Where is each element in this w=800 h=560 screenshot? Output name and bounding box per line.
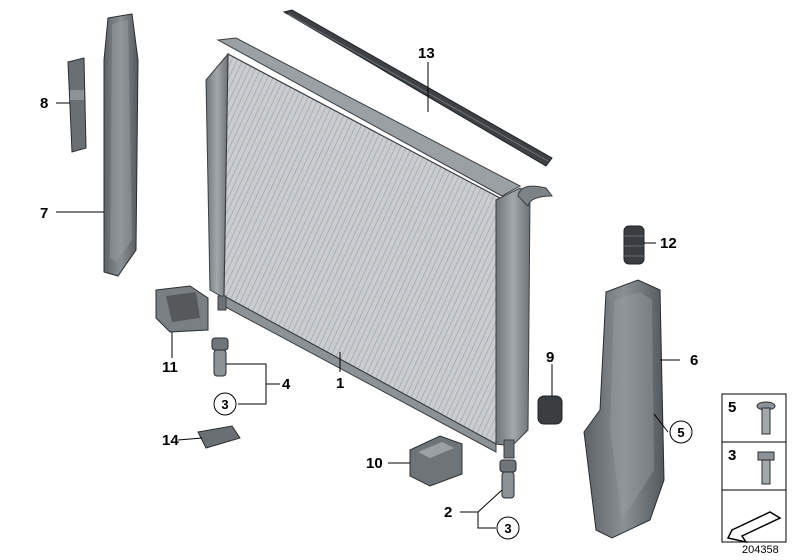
callout-10: 10 [366, 455, 383, 472]
legend-item-3-number: 3 [728, 447, 736, 464]
callout-labels: 13 8 7 11 4 1 14 10 2 9 12 6 [40, 45, 698, 521]
clip-part-14 [197, 425, 241, 449]
callout-circle-3b [496, 516, 520, 540]
mount-part-2 [499, 459, 517, 499]
seal-strip-part-13 [282, 9, 553, 167]
mount-part-4 [211, 337, 229, 377]
air-duct-part-7 [103, 13, 139, 277]
legend-item-5-number: 5 [728, 399, 736, 416]
callout-circle-5 [669, 420, 693, 444]
air-duct-part-6 [583, 279, 665, 539]
callout-11: 11 [162, 359, 178, 376]
diagram-id: 204358 [742, 544, 779, 556]
callout-6: 6 [690, 352, 698, 369]
callout-circle-3a [213, 392, 237, 416]
callout-4: 4 [282, 376, 291, 393]
callout-1: 1 [336, 375, 344, 392]
stud-icon [757, 451, 775, 485]
callout-9: 9 [546, 349, 554, 366]
callout-2: 2 [444, 504, 452, 521]
callout-5: 5 [677, 425, 684, 440]
callout-7: 7 [40, 205, 48, 222]
rubber-mount-part-12 [623, 225, 645, 265]
leader-lines [56, 62, 680, 529]
callout-3b: 3 [504, 521, 511, 536]
clip-part-8 [67, 57, 87, 153]
hardware-legend: 5 3 [721, 393, 787, 544]
arrow-icon [726, 511, 782, 544]
grommet-part-9 [537, 395, 563, 425]
callout-12: 12 [660, 235, 677, 252]
bracket-part-11 [155, 285, 209, 333]
callout-14: 14 [162, 432, 179, 449]
bracket-part-10 [409, 435, 463, 487]
circled-callouts: 3 3 5 [213, 392, 693, 540]
radiator-part-1 [205, 37, 553, 459]
callout-3a: 3 [221, 397, 228, 412]
screw-icon [756, 401, 776, 435]
callout-8: 8 [40, 95, 48, 112]
callout-13: 13 [418, 45, 435, 62]
